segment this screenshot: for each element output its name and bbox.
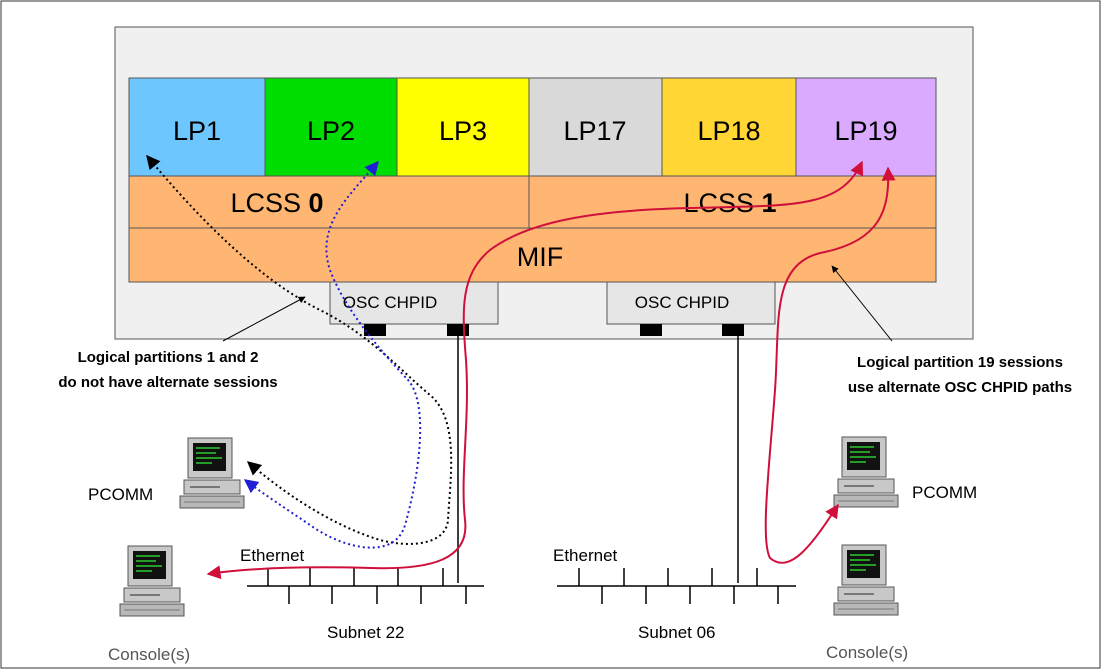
lp19-label: LP19 (834, 116, 897, 146)
note-right-line-1: Logical partition 19 sessions (857, 354, 1063, 371)
console-label-left: Console(s) (108, 645, 190, 664)
chpid-port (364, 324, 386, 336)
lp1-label: LP1 (173, 116, 221, 146)
note-left-line-1: Logical partitions 1 and 2 (78, 349, 259, 366)
console-label-right: Console(s) (826, 643, 908, 662)
lp3-label: LP3 (439, 116, 487, 146)
chpid-port (640, 324, 662, 336)
lp2-label: LP2 (307, 116, 355, 146)
pcomm-pc-left-icon (179, 437, 245, 509)
note-left-line-2: do not have alternate sessions (58, 374, 277, 391)
osc-chpid-left-label: OSC CHPID (343, 293, 437, 312)
lcss-0-box (128, 175, 530, 229)
note-right-line-2: use alternate OSC CHPID paths (848, 379, 1072, 396)
ethernet-bus-left (247, 568, 484, 604)
pcomm-label-left: PCOMM (88, 485, 153, 504)
lp-box-lp18 (661, 77, 797, 177)
console-pc-right-icon (833, 544, 899, 616)
lp18-label: LP18 (697, 116, 760, 146)
subnet-22-label: Subnet 22 (327, 623, 405, 642)
ethernet-label-right: Ethernet (553, 546, 618, 565)
lp-box-lp19 (795, 77, 937, 177)
ethernet-bus-right (557, 568, 796, 604)
chpid-port (447, 324, 469, 336)
pcomm-label-right: PCOMM (912, 483, 977, 502)
lcss-1-label: LCSS 1 (683, 188, 776, 218)
osc-chpid-right-label: OSC CHPID (635, 293, 729, 312)
chpid-port (722, 324, 744, 336)
console-pc-left-icon (119, 545, 185, 617)
lp-box-lp3 (396, 77, 530, 177)
session-path-lp19-alternate (764, 166, 896, 564)
pcomm-pc-right-icon (833, 436, 899, 508)
lp17-label: LP17 (563, 116, 626, 146)
subnet-06-label: Subnet 06 (638, 623, 716, 642)
session-path-lp19-primary (206, 160, 864, 580)
ethernet-label-left: Ethernet (240, 546, 305, 565)
lcss-0-label: LCSS 0 (230, 188, 323, 218)
logical-partitions: LP1 LP2 LP3 LP17 LP18 LP19 (128, 77, 937, 177)
mif-label: MIF (517, 242, 564, 272)
